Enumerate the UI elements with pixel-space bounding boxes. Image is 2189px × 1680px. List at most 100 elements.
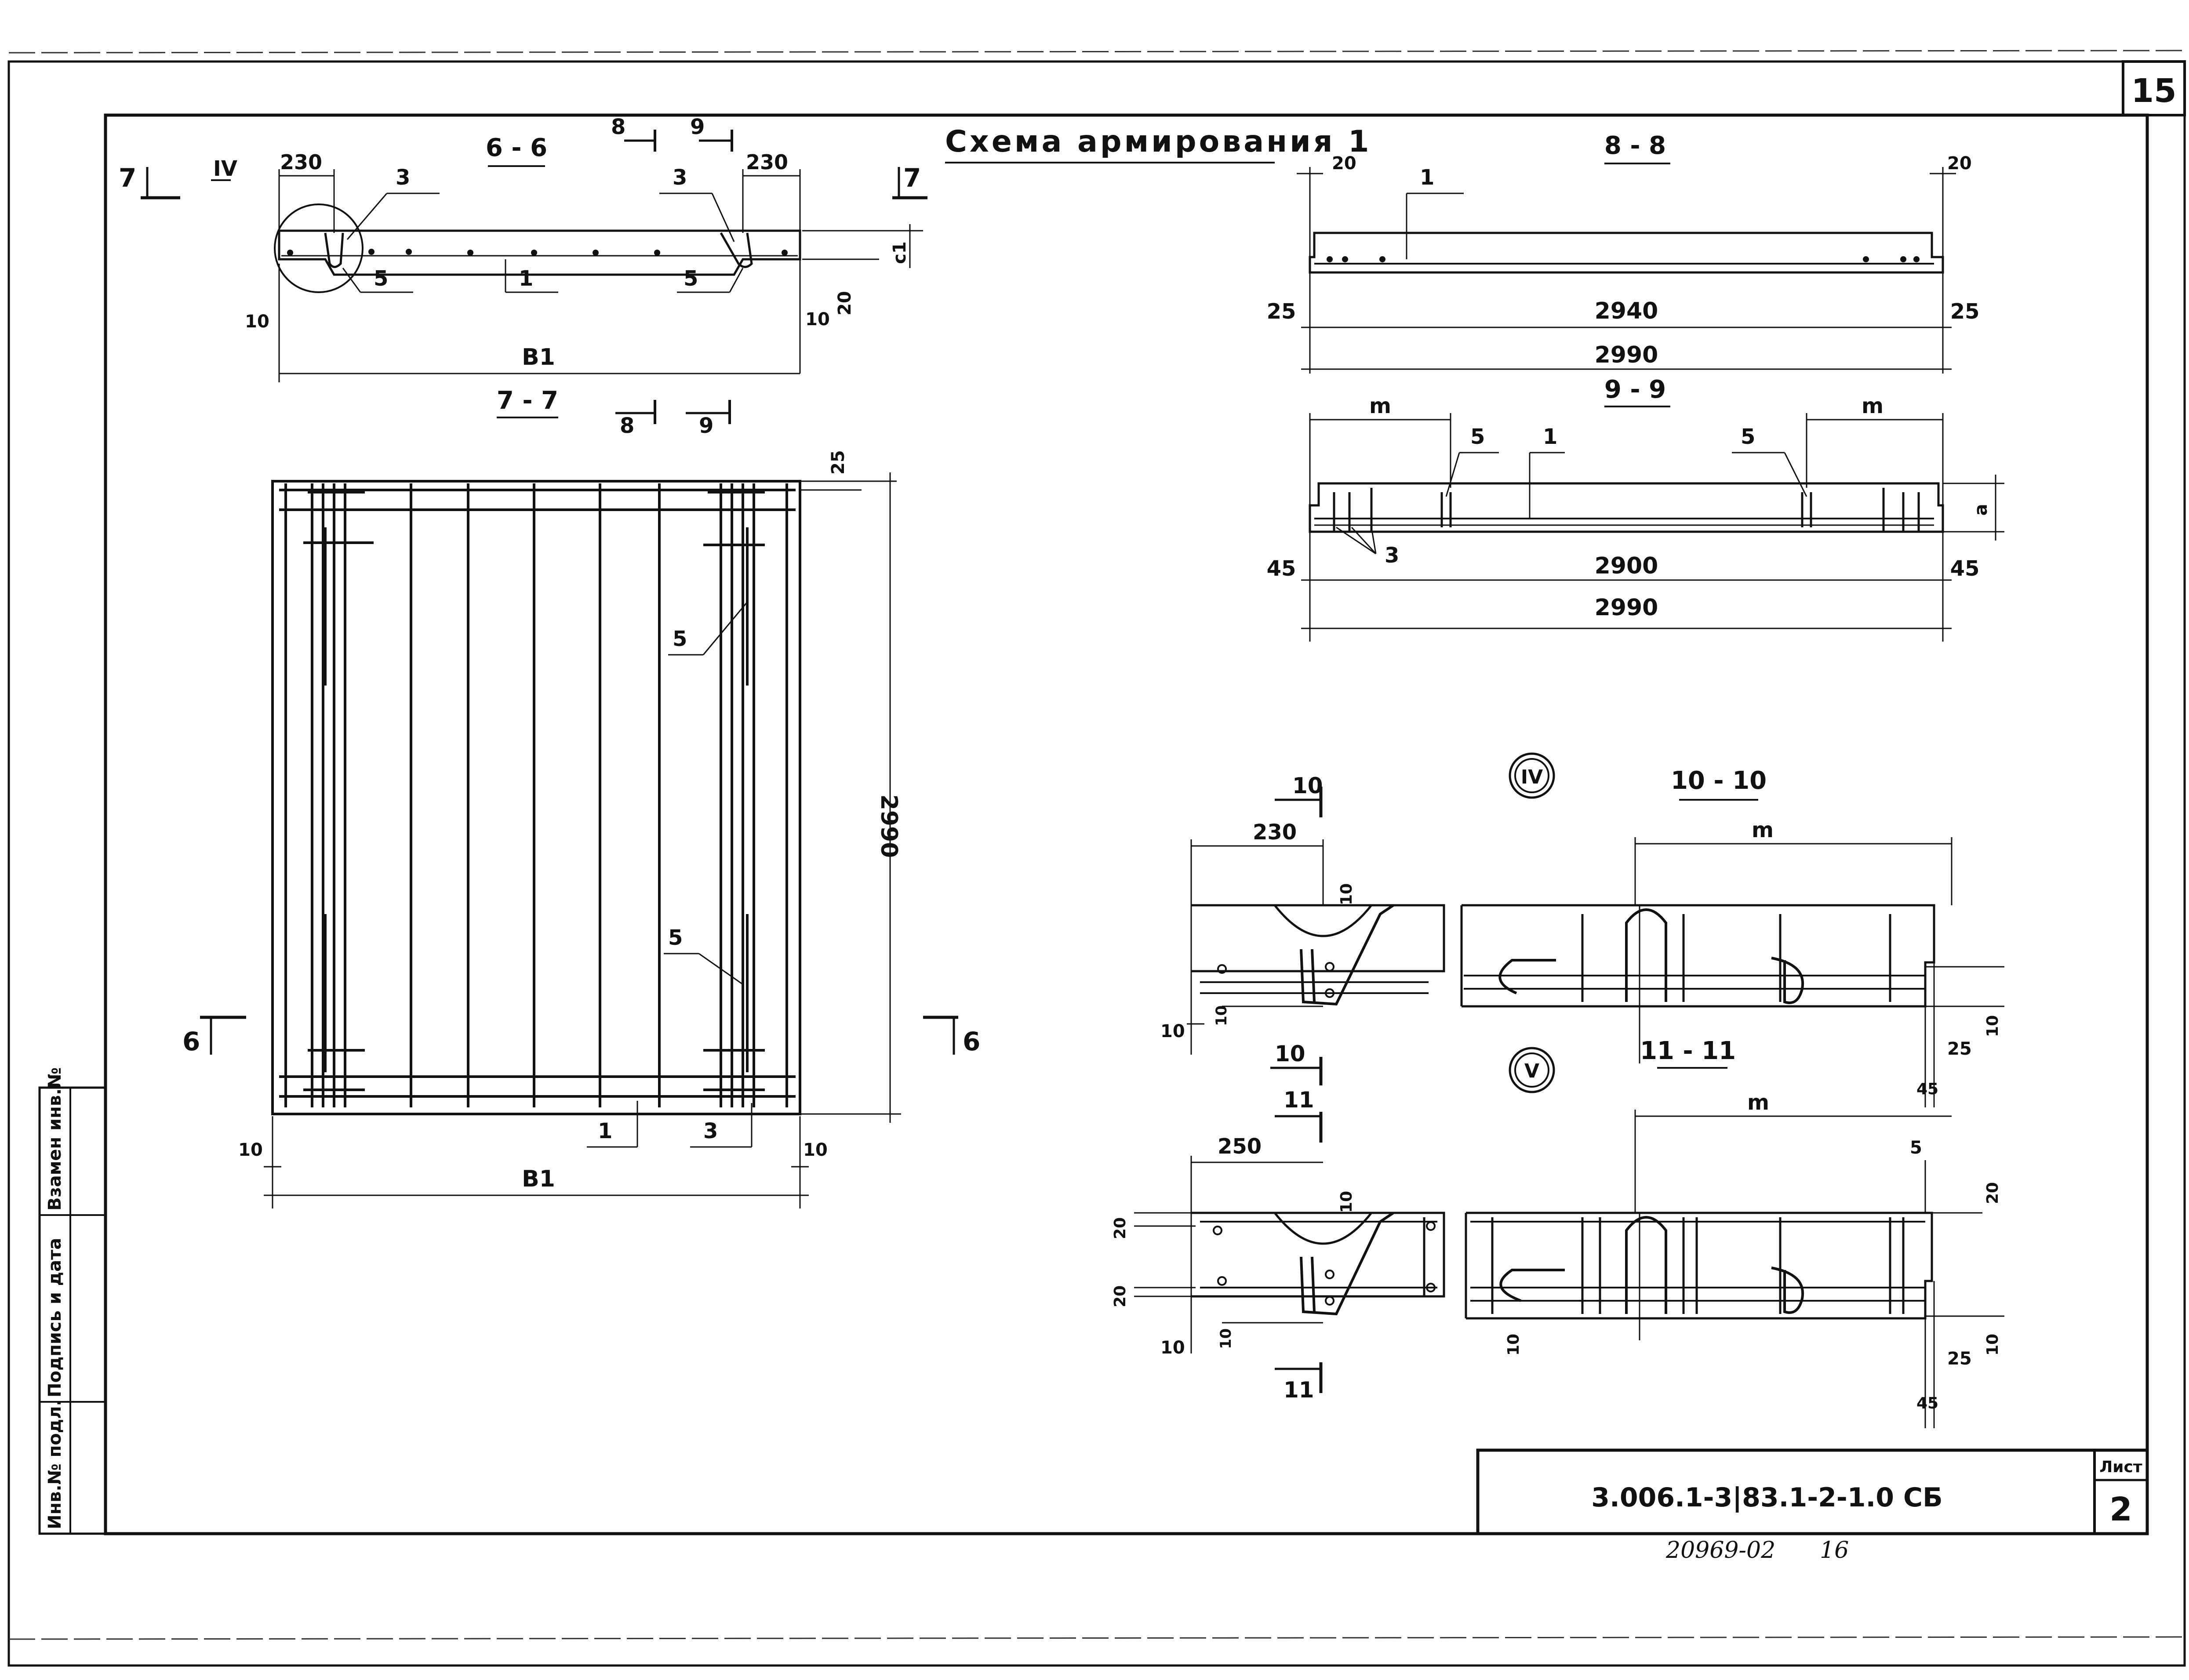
- detail-v-marker: V: [1524, 1060, 1539, 1082]
- plan-right-bundle: [703, 483, 765, 1107]
- dim-10-11-11-right: 10: [1984, 1334, 2002, 1356]
- leader: [1445, 452, 1460, 497]
- detail-v-bend: [1274, 1212, 1372, 1245]
- plan-outline: [271, 480, 801, 1115]
- callout-1-9-9: 1: [1543, 425, 1557, 449]
- leader: [1336, 526, 1376, 555]
- dim-b1: B1: [522, 344, 555, 370]
- cut-mark-8-bottom: 8: [620, 414, 634, 438]
- detail-v-ring-inner: [1514, 1052, 1549, 1088]
- dim-20-detail-top: 20: [1111, 1217, 1129, 1239]
- dim-10-11-11-left: 10: [1505, 1334, 1523, 1356]
- footer-stamp: 20969-02: [1665, 1537, 1775, 1564]
- dim-10-detail-top: 10: [1338, 883, 1356, 905]
- leader: [698, 953, 743, 985]
- stirrups-10-10: [1581, 914, 1891, 1002]
- plan-7-7-title: 7 - 7: [497, 386, 558, 415]
- leader: [1371, 527, 1377, 554]
- stamp-inv-no: Инв.№ подл.: [45, 1399, 65, 1529]
- callout-3-left: 3: [396, 165, 410, 190]
- sheet-corner-box: 15: [2122, 60, 2186, 116]
- callout-5-left: 5: [374, 266, 388, 291]
- dim-20-11-11: 20: [1984, 1182, 2002, 1204]
- dim-c1: c1: [890, 241, 910, 264]
- hook-right: [720, 232, 753, 268]
- section-6-6-title: 6 - 6: [486, 134, 547, 162]
- dim-20-right: 20: [1947, 153, 1972, 174]
- cut-mark-6-right: 6: [963, 1027, 980, 1056]
- cut-mark-7-left: 7: [119, 163, 136, 193]
- cut-mark-10-top: 10: [1292, 773, 1323, 798]
- dim-5-11-11: 5: [1910, 1138, 1922, 1158]
- callout-5-upper: 5: [673, 627, 687, 651]
- detail-circle: [274, 203, 364, 293]
- cut-mark-8-top: 8: [611, 115, 625, 139]
- dim-2940: 2940: [1595, 298, 1658, 324]
- leader: [729, 268, 744, 293]
- section-10-10-title: 10 - 10: [1671, 766, 1767, 795]
- dim-10-detail-v-bottom: 10: [1160, 1338, 1185, 1358]
- leader: [346, 193, 388, 240]
- leader: [342, 268, 361, 293]
- stirrups-11-11: [1491, 1217, 1905, 1314]
- dim-25-11-11: 25: [1947, 1349, 1972, 1369]
- cut-mark-6-left: 6: [182, 1027, 200, 1056]
- cut-mark-11-bottom: 11: [1284, 1377, 1314, 1403]
- loop-left-11: [1499, 1269, 1565, 1302]
- hook-left: [324, 232, 344, 268]
- section-6-6-bar-dots: [287, 249, 788, 256]
- stirrups: [1333, 488, 1920, 532]
- inner-frame: [104, 113, 2149, 1535]
- section-8-8-slab: [1309, 232, 1944, 274]
- callout-5-right: 5: [684, 266, 698, 291]
- detail-v: V 10 11 250 20 20 10 10 10 11: [1111, 1041, 1555, 1403]
- detail-iv-bar: [1311, 949, 1316, 1002]
- section-11-11-title: 11 - 11: [1640, 1037, 1736, 1065]
- dim-25: 25: [828, 450, 848, 475]
- dim-2990-9-9: 2990: [1595, 595, 1658, 621]
- dim-2990-8-8: 2990: [1595, 342, 1658, 368]
- dim-45-10-10: 45: [1916, 1080, 1938, 1098]
- section-10-10: 10 - 10 m 10 25 45: [1460, 766, 2004, 1107]
- cut-mark-11-top: 11: [1284, 1087, 1314, 1113]
- stamp-signature-date: Подпись и дата: [45, 1238, 65, 1397]
- detail-v-hook: [1300, 1212, 1394, 1316]
- dim-a: a: [1971, 504, 1991, 516]
- section-8-8-title: 8 - 8: [1604, 131, 1666, 160]
- cut-mark-7-right: 7: [903, 163, 921, 193]
- dim-m-left: m: [1369, 394, 1391, 418]
- dim-230-detail: 230: [1253, 820, 1297, 845]
- callout-1-8-8: 1: [1420, 165, 1434, 190]
- dim-45-left: 45: [1267, 556, 1296, 581]
- leader: [1351, 526, 1377, 555]
- sheet-corner-number: 15: [2131, 72, 2177, 110]
- dim-25-right: 25: [1950, 299, 1980, 324]
- outer-frame: [7, 60, 2186, 1667]
- detail-iv-ring-outer: [1509, 752, 1555, 799]
- dim-10-plan-left: 10: [238, 1140, 263, 1160]
- sheet-label: Лист: [2099, 1458, 2142, 1476]
- callout-3-right: 3: [673, 165, 687, 190]
- section-6-6: 6 - 6 IV 230 230 B1 10 10 c1: [119, 115, 927, 382]
- dim-10-detail-v-top: 10: [1338, 1191, 1356, 1213]
- callout-5-right-9-9: 5: [1741, 425, 1755, 449]
- detail-marker-iv: IV: [213, 156, 237, 181]
- plan-7-7: 7 - 7 8 9: [182, 386, 980, 1208]
- lifting-loop: [1625, 908, 1667, 1002]
- dim-10-plan-right: 10: [803, 1140, 828, 1160]
- section-9-9: 9 - 9 m m a 2900 2990 45 45 5: [1267, 375, 2004, 642]
- callout-3-plan: 3: [703, 1119, 718, 1143]
- detail-iv: IV 10 230 10 10 10: [1160, 752, 1555, 1055]
- leader: [1784, 452, 1807, 497]
- document-code: 3.006.1-3|83.1-2-1.0 СБ: [1591, 1482, 1942, 1513]
- lifting-loop-11: [1625, 1216, 1667, 1314]
- detail-iv-ring-inner: [1514, 758, 1549, 793]
- side-stamp: Инв.№ подл. Подпись и дата Взамен инв.№: [38, 1067, 107, 1535]
- section-10-10-slab: [1462, 904, 1935, 1008]
- leader: [702, 602, 748, 655]
- dim-25-left: 25: [1267, 299, 1296, 324]
- section-11-11-slab: [1466, 1212, 1933, 1320]
- detail-iv-marker: IV: [1521, 766, 1543, 788]
- cut-mark-10-bottom: 10: [1275, 1041, 1305, 1067]
